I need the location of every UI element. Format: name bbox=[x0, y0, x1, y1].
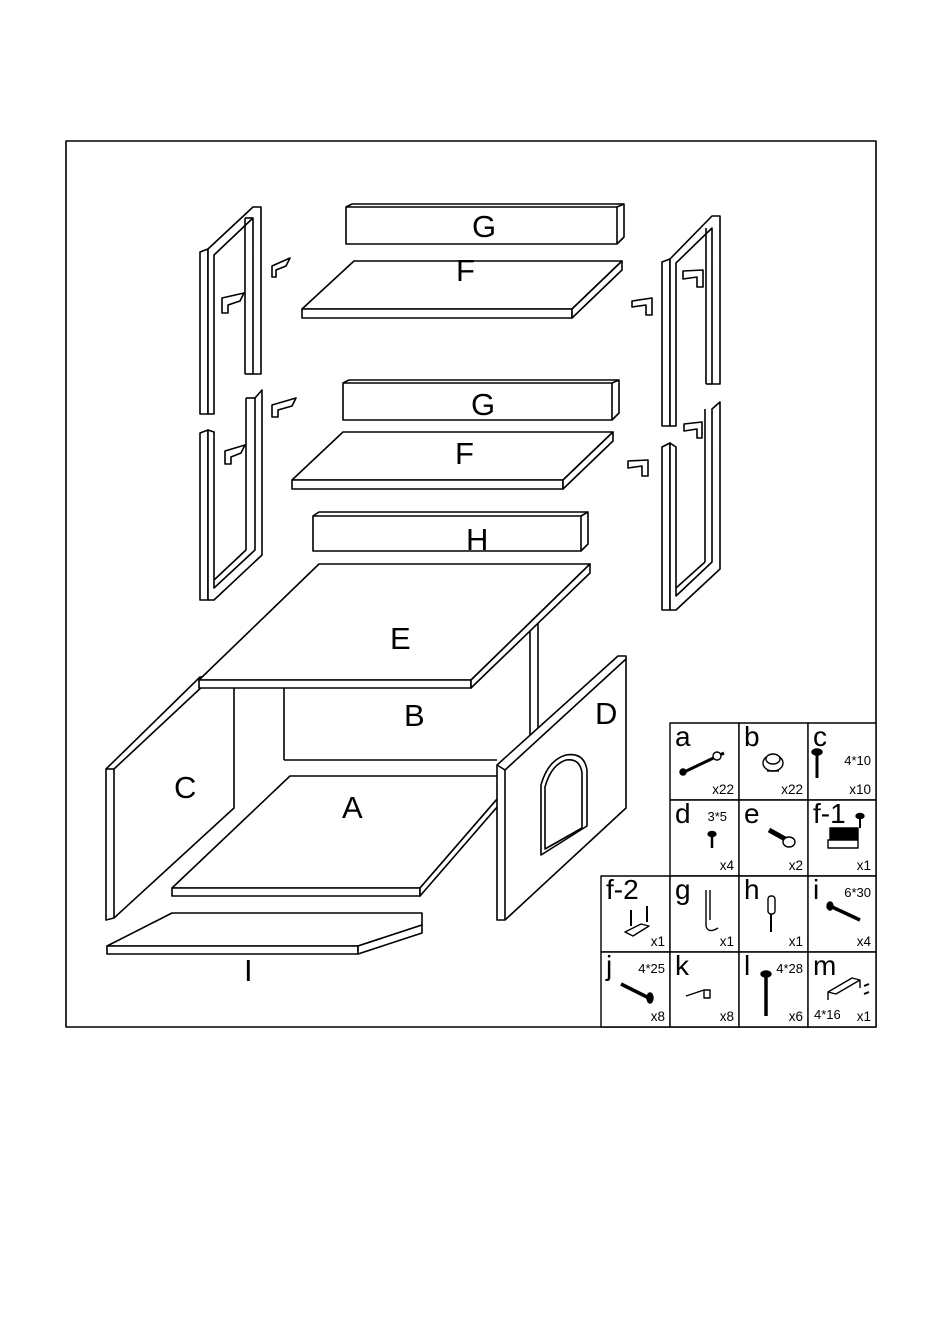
left-frame-upper bbox=[200, 207, 261, 414]
hardware-quantity: x22 bbox=[781, 782, 803, 797]
left-frame-lower bbox=[200, 390, 262, 600]
hardware-size: 4*25 bbox=[638, 961, 665, 976]
panel-i: I bbox=[107, 913, 422, 988]
hardware-quantity: x8 bbox=[720, 1009, 734, 1024]
panel-label: E bbox=[390, 621, 411, 656]
hardware-letter: k bbox=[675, 950, 690, 981]
hardware-quantity: x6 bbox=[789, 1009, 803, 1024]
hardware-quantity: x4 bbox=[720, 858, 735, 873]
hardware-letter: m bbox=[813, 950, 836, 981]
panel-label: H bbox=[466, 522, 488, 557]
hardware-quantity: x10 bbox=[849, 782, 871, 797]
right-frame-upper bbox=[662, 216, 720, 426]
hardware-size: 4*28 bbox=[776, 961, 803, 976]
hardware-item-i: i 6*30 x4 bbox=[808, 874, 876, 952]
panel-label: A bbox=[342, 790, 363, 825]
panel-label: G bbox=[472, 209, 496, 244]
hardware-letter: j bbox=[605, 950, 612, 981]
hardware-letter: f-1 bbox=[813, 798, 846, 829]
hardware-letter: g bbox=[675, 874, 691, 905]
hardware-quantity: x8 bbox=[651, 1009, 665, 1024]
hardware-item-k: k x8 bbox=[670, 950, 739, 1027]
hardware-item-a: a x22 bbox=[670, 721, 739, 800]
hardware-letter: d bbox=[675, 798, 691, 829]
hardware-size: 4*10 bbox=[844, 753, 871, 768]
hardware-letter: l bbox=[744, 950, 750, 981]
cam-lock-icon bbox=[763, 754, 783, 771]
hardware-quantity: x1 bbox=[857, 858, 871, 873]
panel-g-mid: G bbox=[343, 380, 619, 422]
hardware-item-f-2: f-2 x1 bbox=[601, 874, 670, 952]
hardware-item-l: l 4*28 x6 bbox=[739, 950, 808, 1027]
right-frame-lower bbox=[662, 402, 720, 610]
panel-f-top: F bbox=[302, 253, 622, 318]
panel-label: G bbox=[471, 387, 495, 422]
hardware-letter: e bbox=[744, 798, 760, 829]
hardware-item-j: j 4*25 x8 bbox=[601, 950, 670, 1027]
hardware-item-d: d 3*5 x4 bbox=[670, 798, 739, 876]
hardware-item-m: m 4*16 x1 bbox=[808, 950, 876, 1027]
hardware-size: 3*5 bbox=[707, 809, 727, 824]
hardware-size: 4*16 bbox=[814, 1007, 841, 1022]
hardware-item-g: g x1 bbox=[670, 874, 739, 952]
panel-label: I bbox=[244, 953, 253, 988]
hardware-quantity: x1 bbox=[651, 934, 665, 949]
hardware-letter: h bbox=[744, 874, 760, 905]
panel-h: H bbox=[313, 512, 588, 557]
hardware-quantity: x1 bbox=[789, 934, 803, 949]
hardware-item-f-1: f-1 x1 bbox=[808, 798, 876, 876]
hardware-letter: a bbox=[675, 721, 691, 752]
hardware-quantity: x1 bbox=[720, 934, 734, 949]
hardware-letter: c bbox=[813, 721, 827, 752]
hardware-item-h: h x1 bbox=[739, 874, 808, 952]
hardware-letter: b bbox=[744, 721, 760, 752]
hardware-letter: f-2 bbox=[606, 874, 639, 905]
hardware-size: 6*30 bbox=[844, 885, 871, 900]
panel-label: F bbox=[456, 253, 475, 288]
hardware-item-e: e x2 bbox=[739, 798, 808, 876]
hardware-item-b: b x22 bbox=[739, 721, 808, 800]
panel-label: B bbox=[404, 698, 425, 733]
hardware-letter: i bbox=[813, 874, 819, 905]
hardware-item-c: c 4*10 x10 bbox=[808, 721, 876, 800]
hardware-quantity: x1 bbox=[857, 1009, 871, 1024]
panel-f-mid: F bbox=[292, 432, 613, 489]
hardware-quantity: x22 bbox=[712, 782, 734, 797]
panel-label: D bbox=[595, 696, 617, 731]
hardware-quantity: x4 bbox=[857, 934, 872, 949]
hardware-quantity: x2 bbox=[789, 858, 803, 873]
panel-label: C bbox=[174, 770, 196, 805]
panel-e: E bbox=[199, 564, 590, 688]
panel-label: F bbox=[455, 436, 474, 471]
panel-g-top: G bbox=[346, 204, 624, 244]
